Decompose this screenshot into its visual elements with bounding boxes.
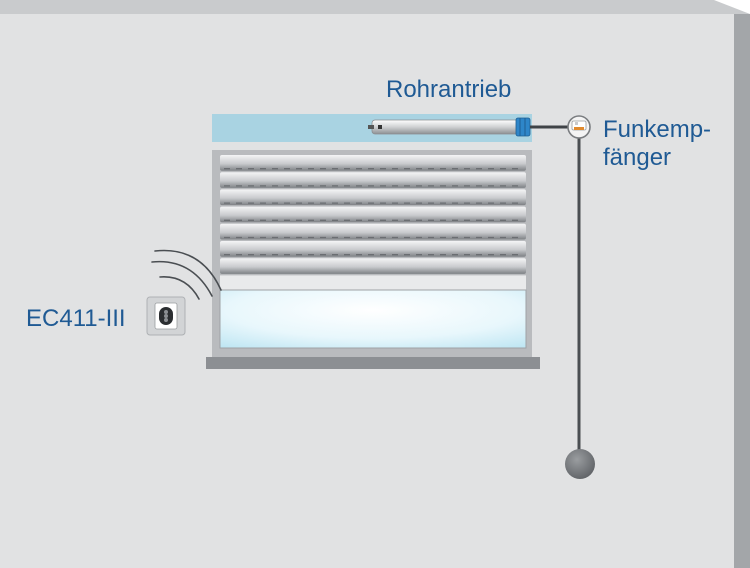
radio-receiver-label: Funkemp- fänger: [603, 116, 711, 172]
cable-end-knob-icon: [565, 449, 595, 479]
shutter-slat: [220, 206, 526, 223]
shutter-slat: [220, 223, 526, 240]
radio-waves-icon: [151, 249, 222, 300]
shutter-slat: [220, 155, 526, 171]
shutter-slats: [220, 155, 526, 290]
transmitter-label: EC411-III: [26, 305, 126, 332]
wall-top-edge: [0, 0, 750, 14]
shutter-bottom-rail: [220, 275, 526, 290]
tubular-motor-icon: [368, 117, 531, 137]
shutter-slat: [220, 258, 526, 274]
radio-receiver-icon: [567, 115, 591, 139]
wall-right-edge: [734, 14, 750, 568]
shutter-box: [212, 114, 532, 142]
radio-receiver-label-line2: fänger: [603, 144, 672, 171]
control-cable: [530, 125, 581, 452]
window-sill: [206, 357, 540, 369]
shutter-slat: [220, 241, 526, 257]
shutter-slat: [220, 189, 526, 206]
radio-receiver-label-line1: Funkemp-: [603, 116, 712, 143]
tubular-motor-label: Rohrantrieb: [386, 76, 512, 103]
wall-switch-icon: [146, 296, 186, 336]
shutter-slat: [220, 172, 526, 188]
window-glass: [219, 289, 527, 349]
